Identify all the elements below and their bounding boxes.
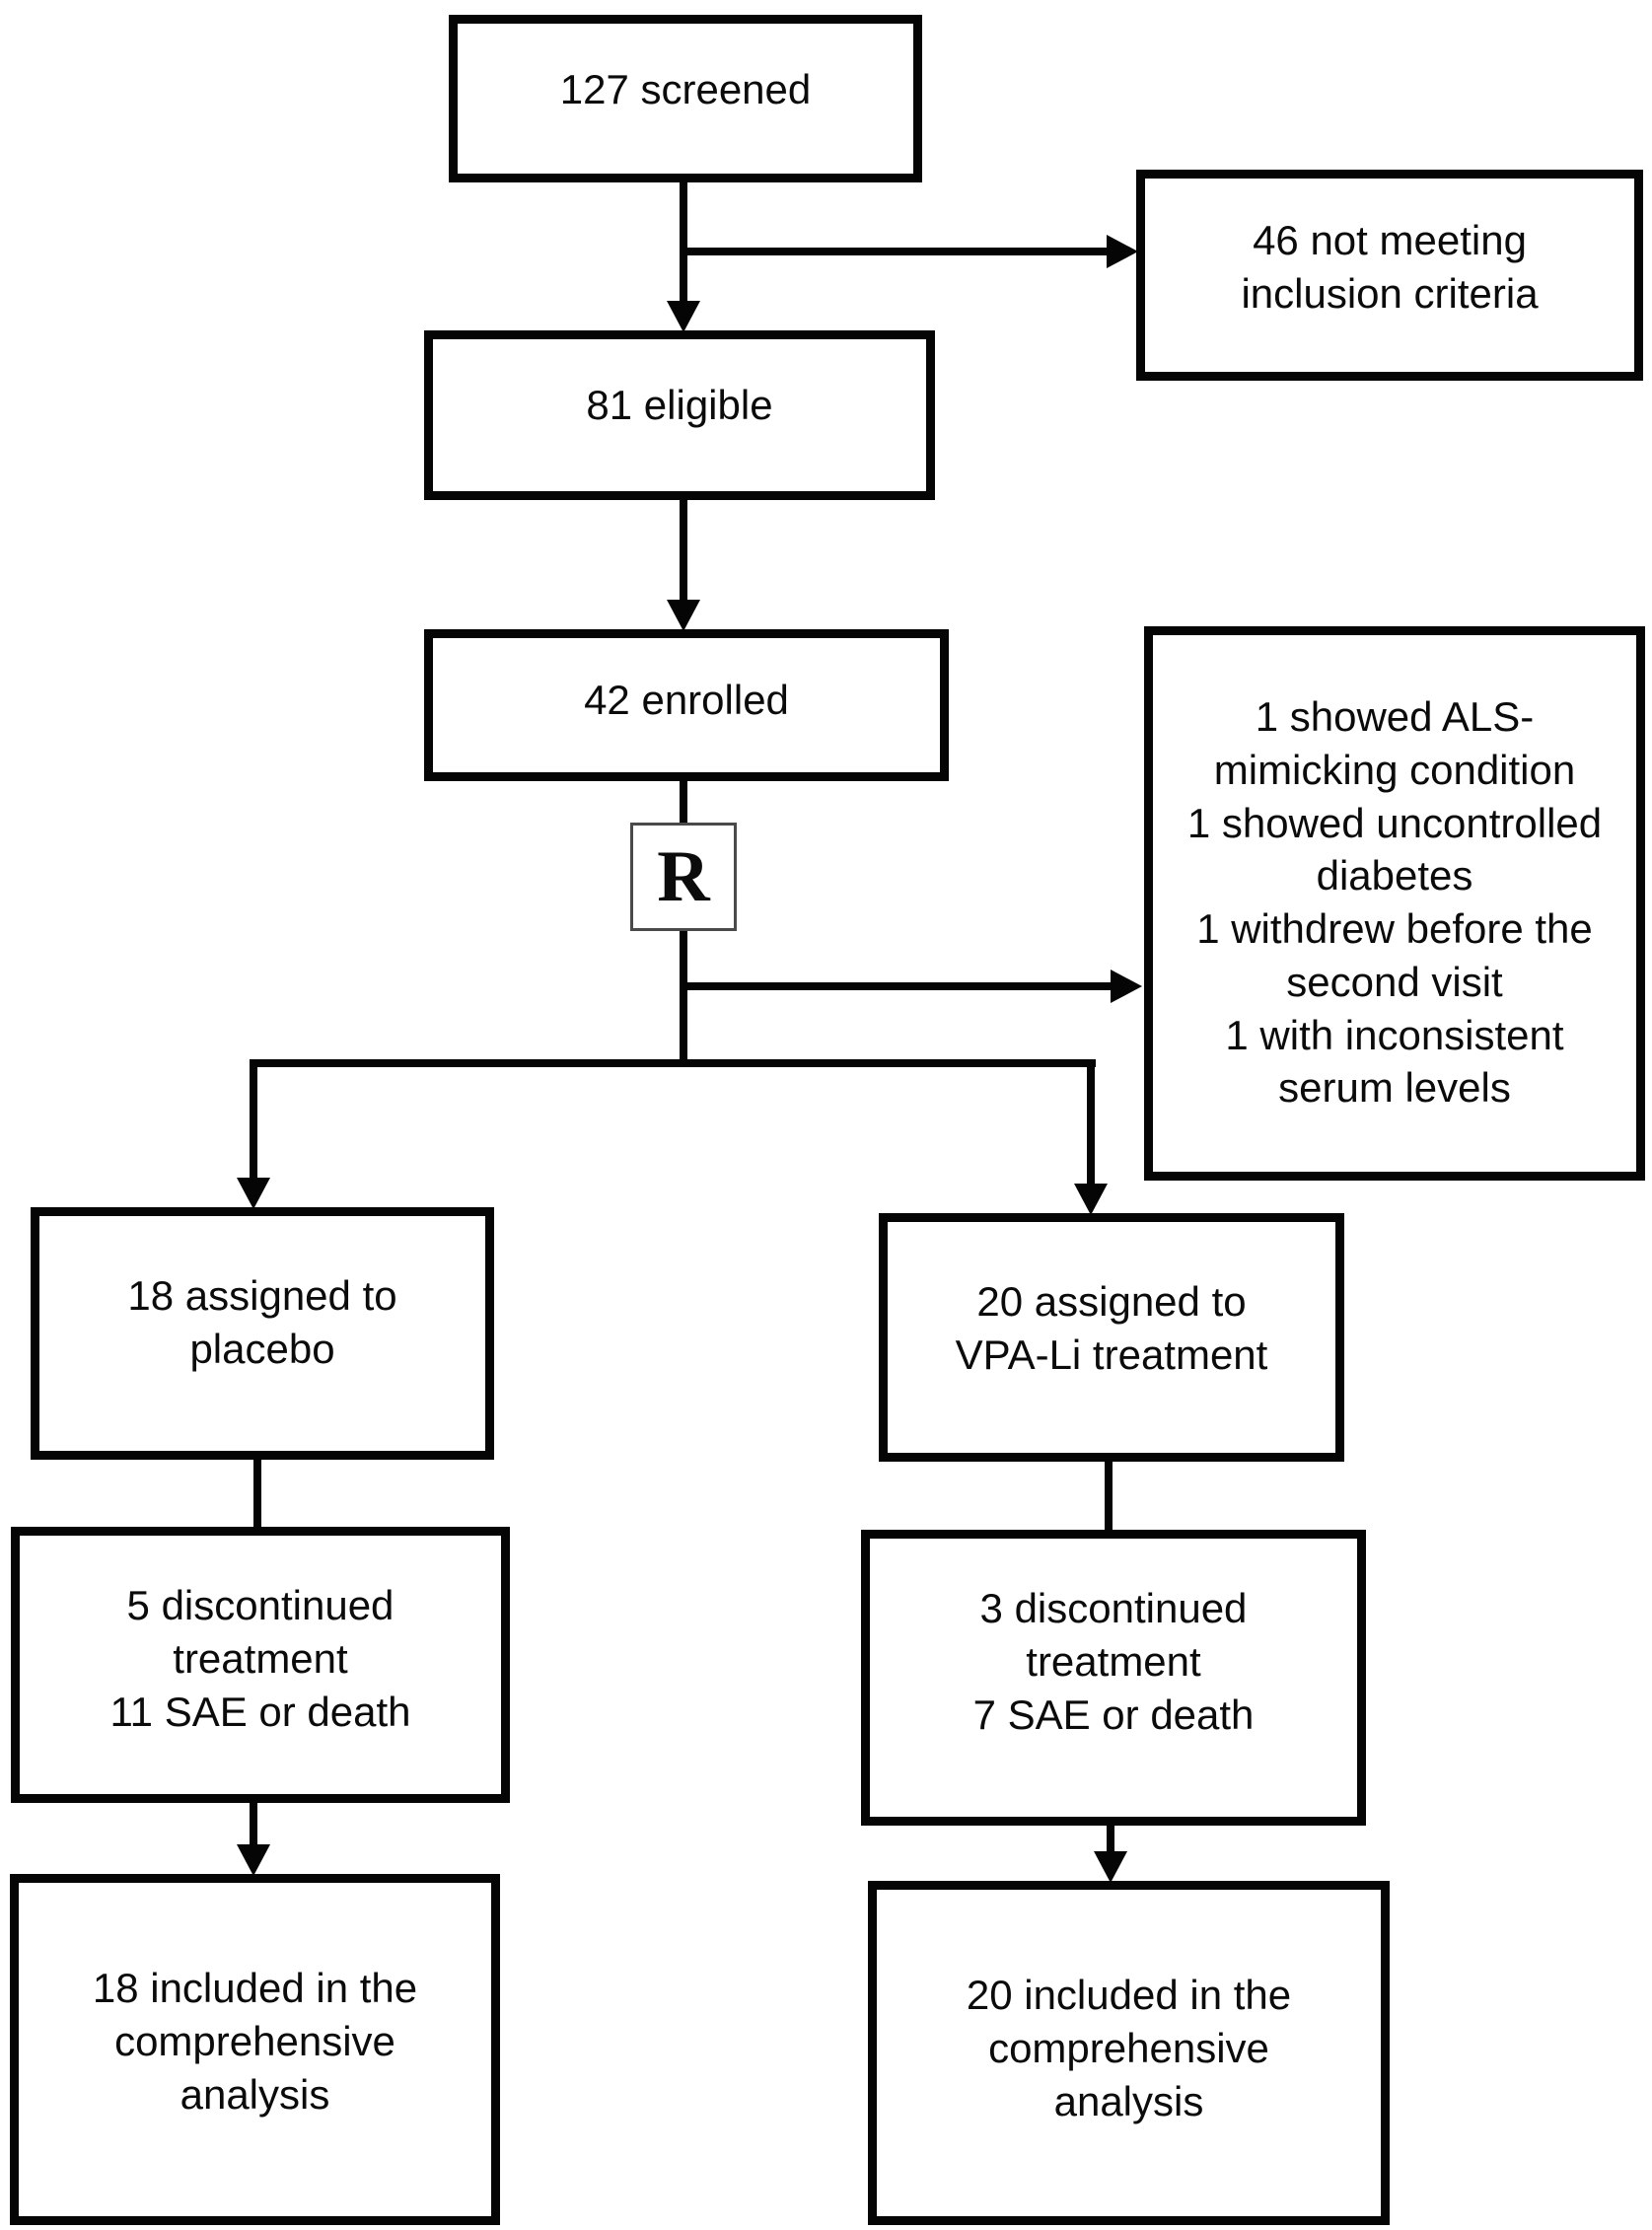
- flow-node-placebo-discontinued-label: 5 discontinued treatment 11 SAE or death: [109, 1582, 411, 1735]
- arrowhead-down-into-vpa-li: [1074, 1184, 1108, 1215]
- arrowhead-down-into-vpa-li-analysis: [1094, 1851, 1127, 1883]
- flow-node-assigned-vpa-li-label: 20 assigned to VPA-Li treatment: [955, 1278, 1268, 1378]
- connector-split-to-placebo: [250, 1067, 257, 1181]
- flow-node-not-meeting-inclusion: 46 not meeting inclusion criteria: [1136, 170, 1643, 381]
- connector-screened-to-not-meeting: [683, 248, 1117, 255]
- flow-node-placebo-analysis: 18 included in the comprehensive analysi…: [10, 1874, 500, 2225]
- arrowhead-down-into-placebo: [237, 1178, 270, 1209]
- connector-split-to-vpa-li: [1087, 1067, 1095, 1186]
- flow-node-assigned-vpa-li: 20 assigned to VPA-Li treatment: [879, 1213, 1344, 1462]
- flow-node-enrolled: 42 enrolled: [424, 629, 949, 781]
- flow-node-vpa-li-analysis: 20 included in the comprehensive analysi…: [868, 1881, 1390, 2225]
- connector-split-bar: [250, 1059, 1096, 1067]
- flow-node-randomization: R: [630, 823, 737, 931]
- flow-node-vpa-li-discontinued-label: 3 discontinued treatment 7 SAE or death: [972, 1585, 1255, 1738]
- flow-node-assigned-placebo: 18 assigned to placebo: [31, 1207, 494, 1460]
- connector-vpa-li-to-discontinued: [1105, 1460, 1113, 1532]
- flow-node-post-randomization-exclusions: 1 showed ALS- mimicking condition 1 show…: [1144, 626, 1645, 1181]
- flow-node-post-randomization-exclusions-label: 1 showed ALS- mimicking condition 1 show…: [1186, 693, 1603, 1112]
- connector-randomization-to-exclusions: [683, 982, 1122, 990]
- flow-node-not-meeting-inclusion-label: 46 not meeting inclusion criteria: [1241, 217, 1539, 317]
- flow-node-randomization-label: R: [657, 836, 710, 917]
- flow-node-enrolled-label: 42 enrolled: [584, 677, 789, 723]
- flow-node-placebo-analysis-label: 18 included in the comprehensive analysi…: [92, 1965, 418, 2118]
- connector-discontinued-to-analysis-left: [250, 1801, 257, 1846]
- connector-discontinued-to-analysis-right: [1107, 1824, 1114, 1853]
- flow-node-vpa-li-analysis-label: 20 included in the comprehensive analysi…: [966, 1972, 1292, 2124]
- connector-enrolled-to-randomization: [680, 779, 687, 825]
- connector-randomization-to-split: [680, 929, 687, 1067]
- arrowhead-right-into-not-meeting: [1107, 235, 1138, 268]
- flow-node-eligible-label: 81 eligible: [586, 382, 773, 428]
- flow-node-placebo-discontinued: 5 discontinued treatment 11 SAE or death: [11, 1527, 510, 1803]
- flow-node-screened-label: 127 screened: [559, 66, 812, 112]
- arrowhead-right-into-exclusions: [1111, 970, 1142, 1003]
- arrowhead-down-into-enrolled: [667, 600, 700, 631]
- arrowhead-down-into-placebo-analysis: [237, 1844, 270, 1876]
- connector-eligible-to-enrolled: [680, 498, 687, 605]
- connector-screened-to-eligible: [680, 180, 687, 309]
- connector-placebo-to-discontinued: [253, 1458, 261, 1529]
- arrowhead-down-into-eligible: [667, 301, 700, 332]
- flow-node-screened: 127 screened: [449, 15, 922, 182]
- flow-node-assigned-placebo-label: 18 assigned to placebo: [127, 1272, 397, 1372]
- flow-node-eligible: 81 eligible: [424, 330, 935, 500]
- flow-node-vpa-li-discontinued: 3 discontinued treatment 7 SAE or death: [861, 1530, 1366, 1826]
